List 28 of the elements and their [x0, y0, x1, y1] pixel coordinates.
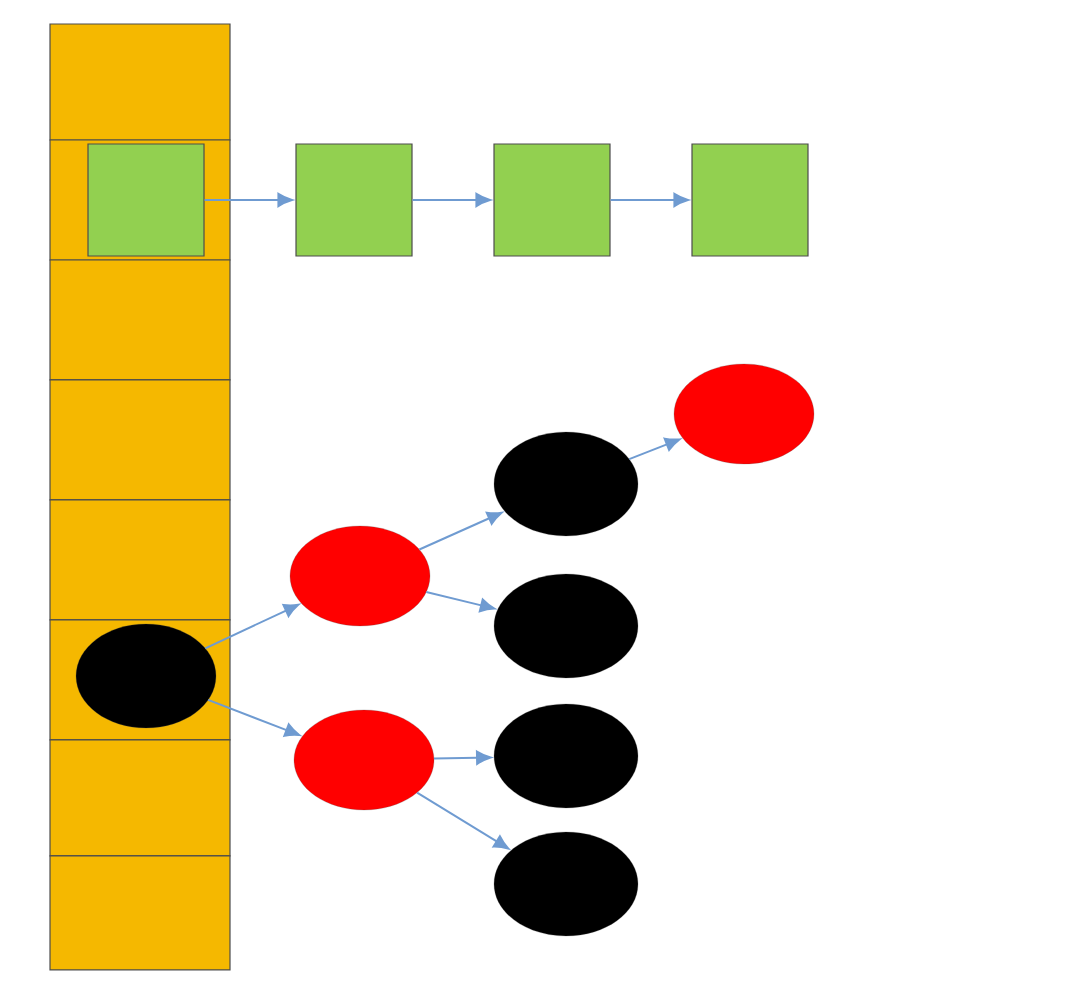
list-node-box: [493, 143, 611, 257]
arrow: [207, 698, 301, 737]
arrow: [432, 750, 492, 765]
tree-node-ellipse: [289, 525, 431, 627]
tree-node-ellipse: [673, 363, 815, 465]
list-node-box: [295, 143, 413, 257]
bucket-box: [49, 499, 231, 621]
tree-node-ellipse: [293, 709, 435, 811]
list-node-box: [87, 143, 205, 257]
tree-node-ellipse: [75, 623, 217, 729]
bucket-box: [49, 259, 231, 381]
arrow: [411, 192, 491, 208]
tree-node-ellipse: [493, 573, 639, 679]
arrow: [204, 603, 300, 650]
bucket-box: [49, 739, 231, 857]
arrow: [416, 791, 510, 850]
arrow: [609, 192, 689, 208]
arrow: [425, 591, 496, 613]
tree-node-ellipse: [493, 431, 639, 537]
arrow: [418, 511, 503, 551]
tree-node-ellipse: [493, 703, 639, 809]
arrow: [203, 192, 293, 208]
bucket-box: [49, 855, 231, 971]
arrow: [628, 437, 681, 461]
tree-node-ellipse: [493, 831, 639, 937]
bucket-box: [49, 23, 231, 141]
list-node-box: [691, 143, 809, 257]
bucket-box: [49, 379, 231, 501]
